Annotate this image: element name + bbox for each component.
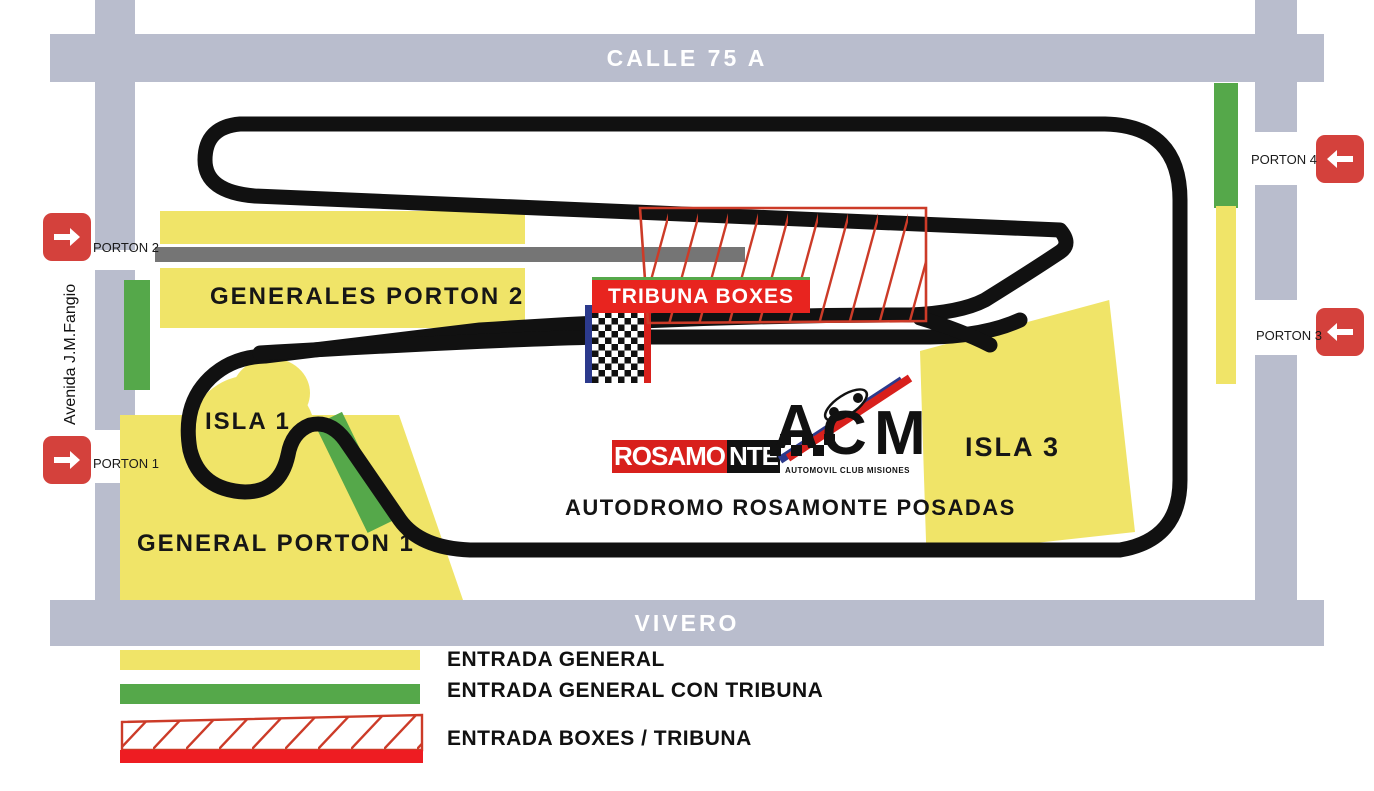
legend-swatch-entrada-boxes-tribuna [120, 713, 424, 763]
gate-label-porton-3: PORTON 3 [1256, 328, 1322, 343]
road-vivero [50, 600, 1324, 646]
arrow-right-icon [54, 228, 80, 246]
zone-green-left-strip [124, 280, 150, 390]
zone-label-general-porton-1: GENERAL PORTON 1 [137, 530, 415, 557]
road-right-mid [1255, 185, 1297, 300]
zone-label-isla-1: ISLA 1 [205, 408, 291, 435]
road-avenida-fangio [95, 0, 135, 250]
legend-label-entrada-boxes-tribuna: ENTRADA BOXES / TRIBUNA [447, 727, 752, 750]
legend-label-entrada-general-con-tribuna: ENTRADA GENERAL CON TRIBUNA [447, 679, 824, 702]
gate-label-porton-2: PORTON 2 [93, 240, 159, 255]
zone-green-right-strip [1214, 83, 1238, 208]
legend-swatch-entrada-general [120, 650, 420, 670]
road-right-upper [1255, 0, 1297, 132]
road-label-calle-75a: CALLE 75 A [606, 44, 768, 71]
road-label-vivero: VIVERO [634, 609, 740, 636]
legend-swatch-entrada-general-con-tribuna [120, 684, 420, 704]
map-title: AUTODROMO ROSAMONTE POSADAS [565, 495, 1016, 520]
zone-isla-1-blob-b [232, 358, 310, 428]
zone-label-isla-3: ISLA 3 [965, 432, 1061, 462]
arrow-left-icon [1327, 323, 1353, 341]
zone-label-generales-porton-2: GENERALES PORTON 2 [210, 283, 525, 310]
gate-arrow-porton-3[interactable] [1316, 308, 1364, 356]
svg-text:M: M [874, 399, 925, 467]
gate-arrow-porton-1[interactable] [43, 436, 91, 484]
arrow-left-icon [1327, 150, 1353, 168]
zone-strip-top-yellow [160, 211, 525, 244]
club-logo-subtitle: AUTOMOVIL CLUB MISIONES [785, 466, 910, 475]
gate-arrow-porton-4[interactable] [1316, 135, 1364, 183]
start-finish-flag [585, 305, 651, 383]
zone-yellow-right-strip [1216, 206, 1236, 384]
road-right-lower [1255, 355, 1297, 645]
gate-label-porton-4: PORTON 4 [1251, 152, 1317, 167]
tribuna-boxes-band: TRIBUNA BOXES [592, 277, 810, 313]
svg-text:C: C [822, 399, 867, 467]
gate-label-porton-1: PORTON 1 [93, 456, 159, 471]
arrow-right-icon [54, 451, 80, 469]
road-calle-75a [50, 34, 1324, 82]
gate-arrow-porton-2[interactable] [43, 213, 91, 261]
service-lane-gray [155, 247, 745, 262]
legend-label-entrada-general: ENTRADA GENERAL [447, 648, 665, 671]
sponsor-logo-part-a: ROSAMO [612, 440, 727, 473]
zone-generales-porton-2 [160, 268, 525, 328]
